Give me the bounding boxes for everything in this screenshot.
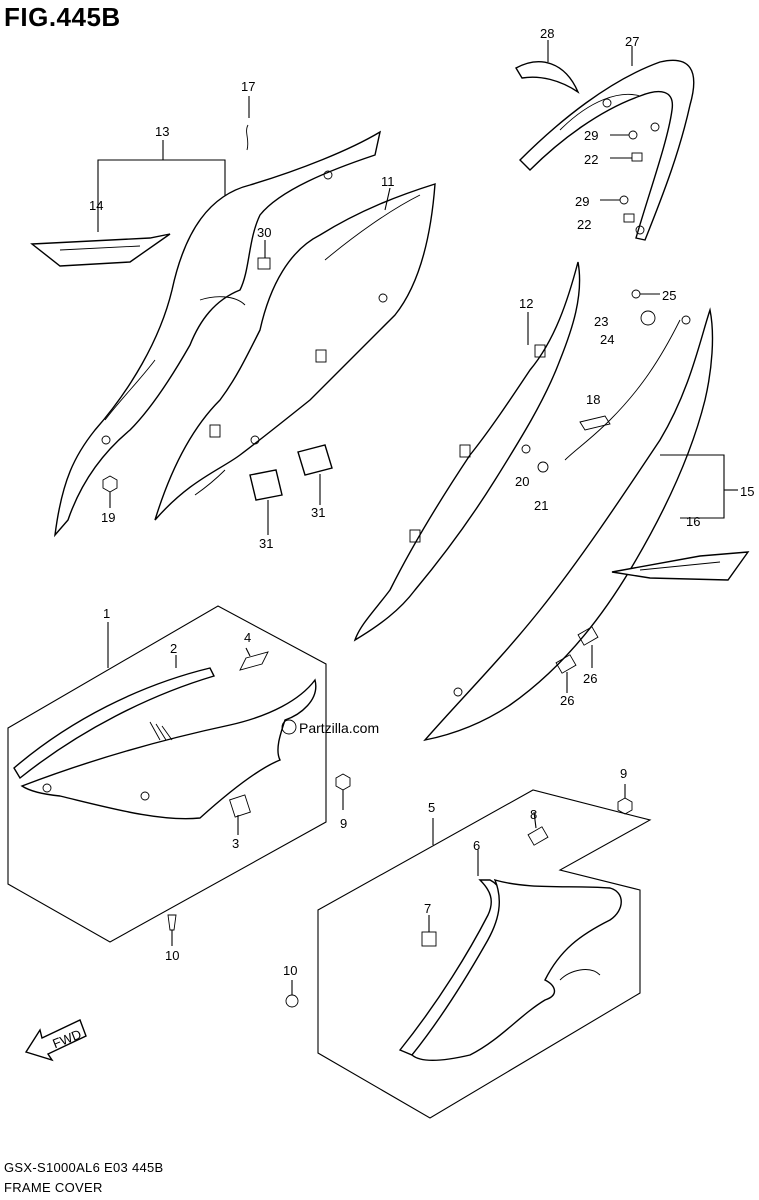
clip-parts-29-22	[547, 40, 643, 223]
fwd-arrow-icon: FWD	[24, 1019, 87, 1062]
callout-9-b: 9	[620, 766, 627, 781]
callout-20: 20	[515, 474, 529, 489]
frame-panel-part-12	[353, 261, 581, 642]
assembly-box-part-1	[7, 605, 351, 946]
figure-title: FIG.445B	[4, 2, 121, 32]
frame-panel-part-11	[154, 183, 436, 521]
callout-23: 23	[594, 314, 608, 329]
emblem-part-14	[30, 233, 171, 267]
callout-31-a: 31	[311, 505, 325, 520]
callout-2: 2	[170, 641, 177, 656]
callout-22-a: 22	[584, 152, 598, 167]
callout-17: 17	[241, 79, 255, 94]
callout-29-a: 29	[584, 128, 598, 143]
callout-6: 6	[473, 838, 480, 853]
callout-29-b: 29	[575, 194, 589, 209]
callout-10-b: 10	[283, 963, 297, 978]
figure-caption: FRAME COVER	[4, 1180, 103, 1195]
callout-19: 19	[101, 510, 115, 525]
frame-cover-left-part-13	[54, 130, 382, 538]
callout-21: 21	[534, 498, 548, 513]
small-parts-23-25-18-20-21-26	[521, 289, 738, 693]
callout-10-a: 10	[165, 948, 179, 963]
callout-4: 4	[244, 630, 251, 645]
callout-1: 1	[103, 606, 110, 621]
callout-13: 13	[155, 124, 169, 139]
callout-labels: 13 14 17 11 30 19 31 31 28 27 29 22 29 2…	[89, 26, 754, 978]
callout-12: 12	[519, 296, 533, 311]
callout-26-b: 26	[560, 693, 574, 708]
frame-cover-right-part-15	[423, 307, 714, 742]
callout-14: 14	[89, 198, 103, 213]
callout-5: 5	[428, 800, 435, 815]
callout-7: 7	[424, 901, 431, 916]
callout-9-a: 9	[340, 816, 347, 831]
fwd-label: FWD	[50, 1026, 83, 1051]
callout-26-a: 26	[583, 671, 597, 686]
assembly-box-part-5	[285, 784, 652, 1119]
small-parts-30-19-31	[102, 187, 391, 535]
callout-28: 28	[540, 26, 554, 41]
callout-3: 3	[232, 836, 239, 851]
seat-trim-part-28	[515, 61, 580, 94]
callout-lines-13-14-17	[97, 96, 250, 232]
callout-18: 18	[586, 392, 600, 407]
callout-8: 8	[530, 807, 537, 822]
emblem-part-16	[611, 551, 750, 581]
callout-24: 24	[600, 332, 614, 347]
model-code: GSX-S1000AL6 E03 445B	[4, 1160, 164, 1175]
callout-16: 16	[686, 514, 700, 529]
callout-27: 27	[625, 34, 639, 49]
callout-25: 25	[662, 288, 676, 303]
callout-15: 15	[740, 484, 754, 499]
watermark: Partzilla.com	[281, 719, 379, 736]
tail-cover-part-27	[519, 59, 695, 241]
callout-22-b: 22	[577, 217, 591, 232]
callout-11: 11	[381, 174, 395, 189]
callout-30: 30	[257, 225, 271, 240]
callout-31-b: 31	[259, 536, 273, 551]
watermark-text: Partzilla.com	[299, 720, 379, 736]
